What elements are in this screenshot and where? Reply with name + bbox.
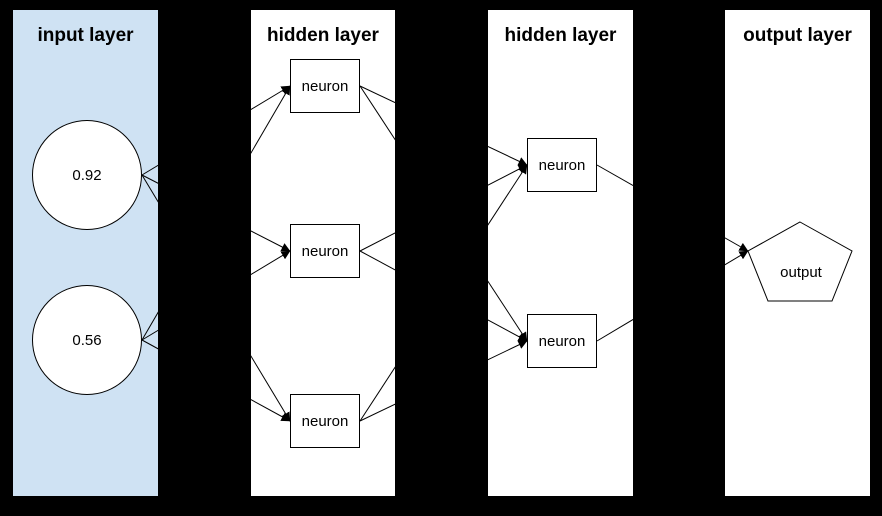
hidden1-neuron-1-label: neuron xyxy=(301,242,349,260)
hidden1-neuron-0-label: neuron xyxy=(301,77,349,95)
panel-hidden-layer-2: hidden layer neuron neuron xyxy=(488,10,633,496)
edge-lines xyxy=(141,85,749,422)
input-node-1-value: 0.56 xyxy=(72,331,102,349)
input-node-0-value: 0.92 xyxy=(72,166,102,184)
hidden1-neuron-1: neuron xyxy=(290,224,360,278)
hidden-layer-2-title: hidden layer xyxy=(504,25,617,46)
panel-input-layer: input layer 0.92 0.56 xyxy=(13,10,158,496)
hidden1-neuron-2: neuron xyxy=(290,394,360,448)
hidden2-neuron-0: neuron xyxy=(527,138,597,192)
hidden2-neuron-0-label: neuron xyxy=(538,156,586,174)
hidden2-neuron-1-label: neuron xyxy=(538,332,586,350)
hidden1-neuron-0: neuron xyxy=(290,59,360,113)
hidden1-neuron-2-label: neuron xyxy=(301,412,349,430)
panel-output-layer: output layer xyxy=(725,10,870,496)
output-layer-title: output layer xyxy=(743,25,852,46)
input-layer-title: input layer xyxy=(37,25,134,46)
hidden2-neuron-1: neuron xyxy=(527,314,597,368)
hidden-layer-1-title: hidden layer xyxy=(267,25,379,46)
input-node-0: 0.92 xyxy=(32,120,142,230)
panel-hidden-layer-1: hidden layer neuron neuron neuron xyxy=(251,10,395,496)
input-node-1: 0.56 xyxy=(32,285,142,395)
